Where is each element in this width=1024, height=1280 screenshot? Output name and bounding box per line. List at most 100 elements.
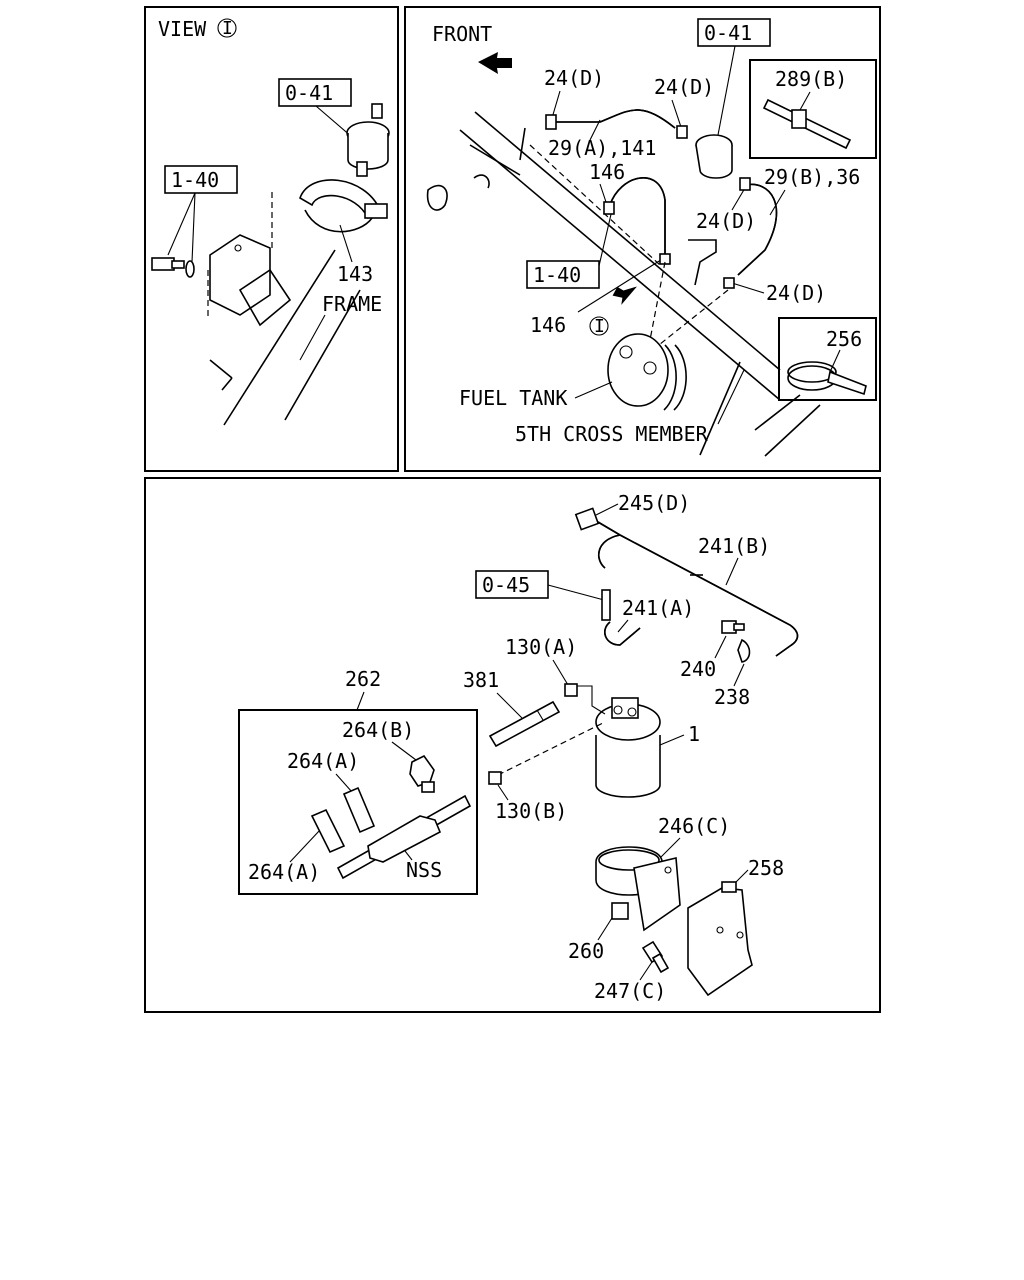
leader-29a xyxy=(589,119,601,141)
label-381: 381 xyxy=(463,668,499,692)
leader-238 xyxy=(733,663,745,687)
leader-247c xyxy=(639,961,653,981)
bolt-washer-drawing xyxy=(151,257,195,278)
label-264a-bottom: 264(A) xyxy=(248,860,320,884)
label-246c: 246(C) xyxy=(658,814,730,838)
label-143: 143 xyxy=(337,262,373,286)
frame-rail-line-a xyxy=(223,249,336,426)
leader-130b xyxy=(497,784,509,801)
leader-29b xyxy=(769,189,786,216)
clamp-bracket-drawing xyxy=(207,179,388,391)
leader-24d-c xyxy=(731,187,746,211)
label-frame: FRAME xyxy=(322,292,382,316)
ref-box-0-45 xyxy=(475,570,549,599)
fuel-filter-drawing xyxy=(346,103,390,177)
leader-1-40-a xyxy=(167,192,196,256)
label-258: 258 xyxy=(748,856,784,880)
view-marker-b: I xyxy=(594,316,605,337)
leader-1-40-b xyxy=(191,192,196,263)
leader-241b xyxy=(725,557,739,586)
leader-240 xyxy=(714,635,727,659)
ref-0-41: 0-41 xyxy=(285,81,333,105)
ref-box-0-41-b xyxy=(697,18,771,47)
leader-1 xyxy=(659,734,685,746)
label-264b: 264(B) xyxy=(342,718,414,742)
leader-fuel-tank xyxy=(574,381,613,399)
view-title: VIEW xyxy=(158,17,207,41)
label-146-b: 146 xyxy=(530,313,566,337)
ref-box-1-40-b xyxy=(526,260,600,289)
label-nss: NSS xyxy=(406,858,442,882)
view-panel-frame xyxy=(144,6,399,472)
label-264a-top: 264(A) xyxy=(287,749,359,773)
leader-0-41 xyxy=(315,105,353,138)
leader-264a-bottom xyxy=(289,829,321,863)
chassis-frame-drawing xyxy=(426,111,821,457)
filter-panel: 245(D) 241(B) 0-45 241(A) 240 xyxy=(144,477,881,1013)
fuel-line-panel: FRONT 0-41 289(B) 24(D) 24(D) 29(A),141 … xyxy=(404,6,881,472)
nut-260-drawing xyxy=(611,902,629,920)
ref-0-45: 0-45 xyxy=(482,573,530,597)
nut-130a-drawing xyxy=(564,683,578,697)
leader-frame xyxy=(299,314,326,361)
label-24d-c: 24(D) xyxy=(696,209,756,233)
leader-24d-d xyxy=(731,282,765,294)
leader-0-45 xyxy=(547,584,605,601)
fuel-line-panel-frame xyxy=(404,6,881,472)
label-fuel-tank: FUEL TANK xyxy=(459,386,567,410)
label-130a: 130(A) xyxy=(505,635,577,659)
label-cross-member: 5TH CROSS MEMBER xyxy=(515,422,709,446)
view-marker-circle-b xyxy=(589,316,609,336)
ref-1-40-b: 1-40 xyxy=(533,263,581,287)
leader-264b xyxy=(391,741,417,761)
label-24d-b: 24(D) xyxy=(654,75,714,99)
label-front: FRONT xyxy=(432,22,492,46)
leader-264a-top xyxy=(335,773,353,793)
label-1: 1 xyxy=(688,722,700,746)
label-241b: 241(B) xyxy=(698,534,770,558)
ref-0-41-b: 0-41 xyxy=(704,21,752,45)
pipe-241b-drawing xyxy=(574,507,799,657)
frame-rail-line-b xyxy=(284,289,361,421)
inset-289b-frame xyxy=(749,59,877,159)
leader-cross-member xyxy=(717,369,745,425)
nut-130b-drawing xyxy=(488,771,502,785)
view-panel: VIEW I 0-41 1-40 xyxy=(144,6,399,472)
view-marker: I xyxy=(222,18,233,39)
bolt-240-drawing xyxy=(721,620,751,663)
inset-256-frame xyxy=(778,317,877,401)
bracket-258-drawing xyxy=(687,881,753,997)
leader-260 xyxy=(597,917,613,941)
inset-256: 256 xyxy=(826,327,862,351)
label-24d-a: 24(D) xyxy=(544,66,604,90)
cable-tie-drawing xyxy=(762,91,852,150)
label-241a: 241(A) xyxy=(622,596,694,620)
leader-245d xyxy=(595,503,619,516)
ref-1-40: 1-40 xyxy=(171,168,219,192)
label-24d-d: 24(D) xyxy=(766,281,826,305)
leader-1-40-b1 xyxy=(598,209,613,267)
label-240: 240 xyxy=(680,657,716,681)
label-262: 262 xyxy=(345,667,381,691)
view-marker-circle xyxy=(217,18,237,38)
leader-143 xyxy=(339,224,353,263)
rod-381-drawing xyxy=(488,700,561,748)
label-29b: 29(B),36 xyxy=(764,165,860,189)
leader-0-41-b xyxy=(717,45,736,136)
fuel-pipes-drawing xyxy=(529,109,778,361)
leader-24d-b xyxy=(671,99,683,131)
leader-146-b xyxy=(577,257,665,313)
label-146-a: 146 xyxy=(589,160,625,184)
kit-262-frame xyxy=(238,709,478,895)
fuel-filter-1-drawing xyxy=(577,685,661,798)
direction-arrow-icon xyxy=(612,286,637,305)
label-245d: 245(D) xyxy=(618,491,690,515)
label-29a: 29(A),141 xyxy=(548,136,656,160)
ref-box-0-41 xyxy=(278,78,352,107)
label-238: 238 xyxy=(714,685,750,709)
band-clamp-drawing xyxy=(787,349,867,396)
filter-panel-frame xyxy=(144,477,881,1013)
fuel-tank-drawing xyxy=(607,333,687,411)
leader-246c xyxy=(659,837,681,859)
